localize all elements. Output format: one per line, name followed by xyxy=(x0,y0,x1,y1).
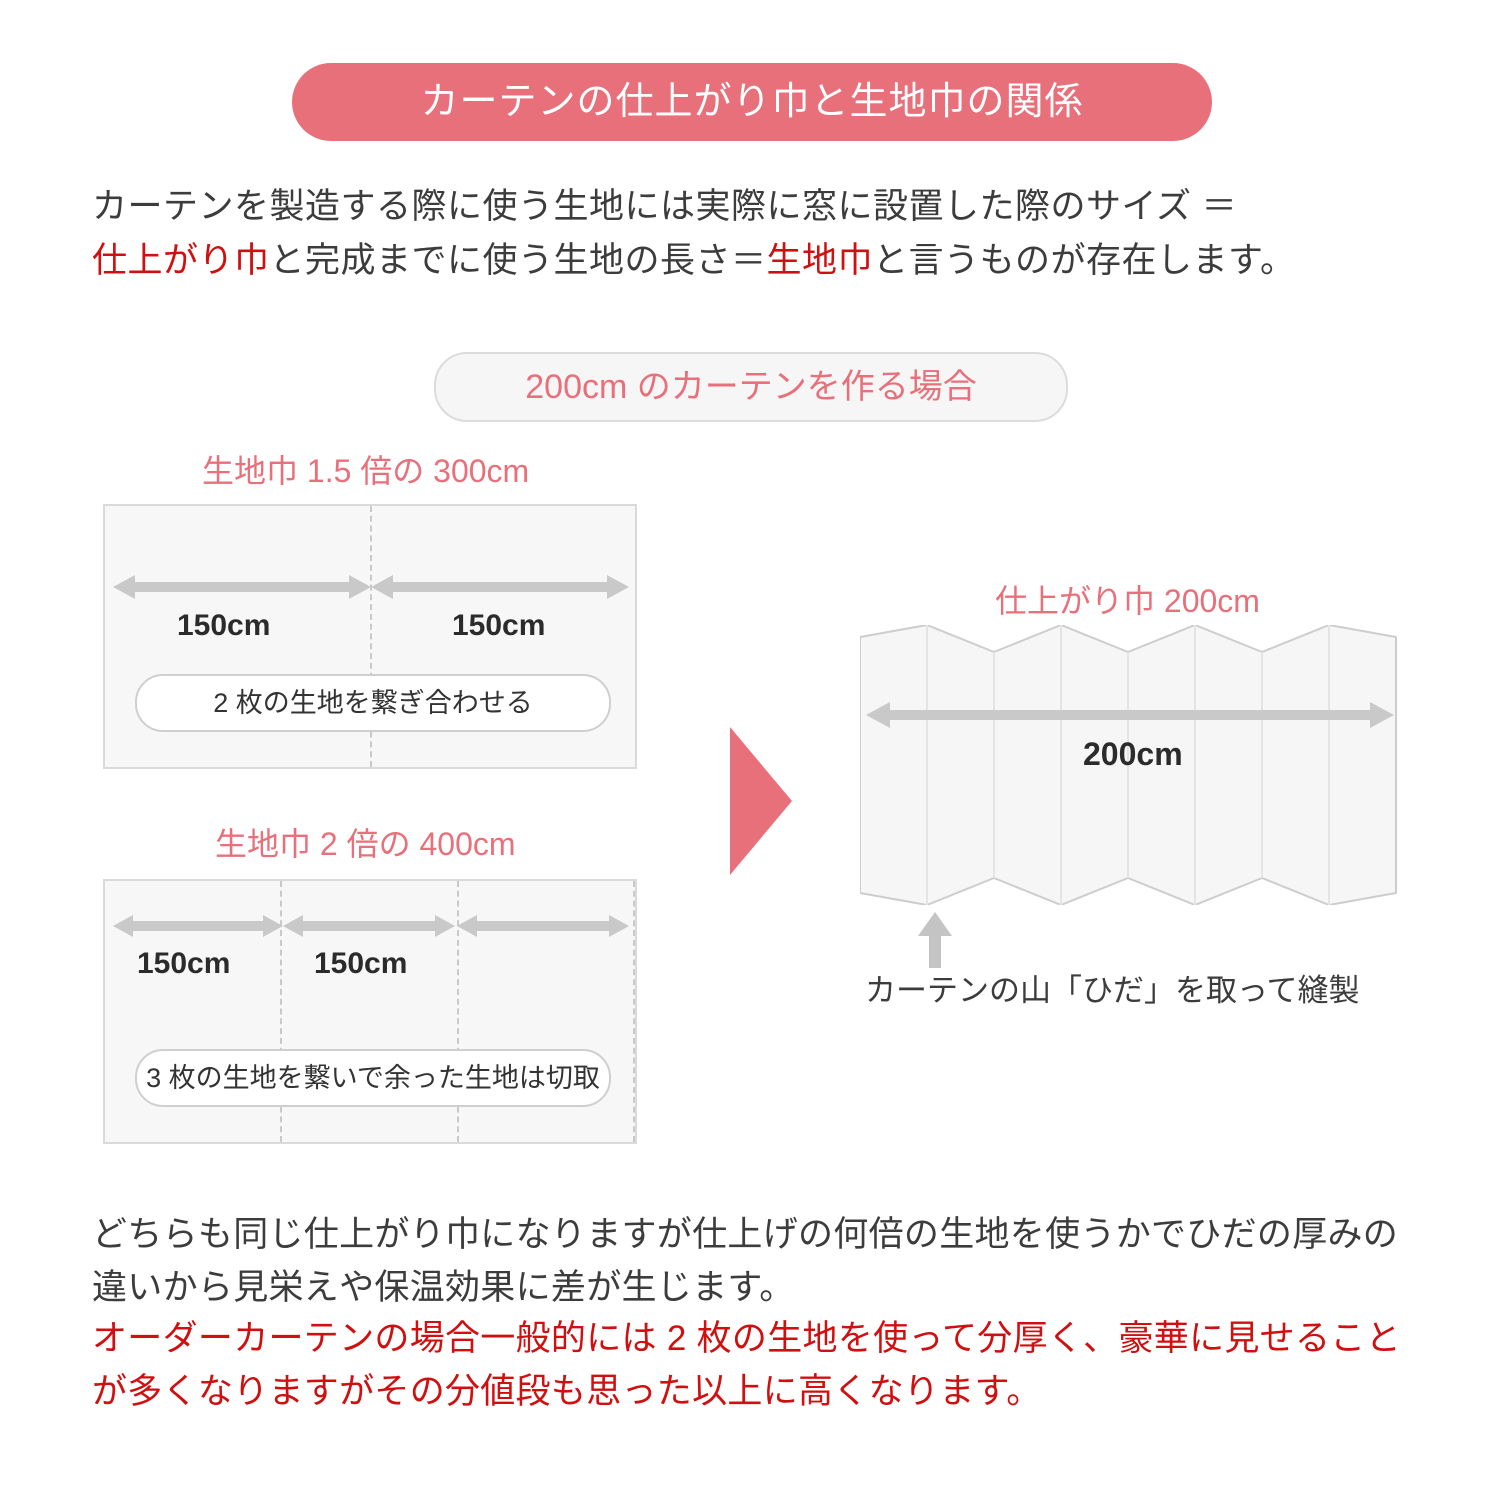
fabric-case-2-arrow-2 xyxy=(283,911,455,941)
fabric-case-1-arrow-1 xyxy=(113,572,371,602)
outro-paragraph-2: オーダーカーテンの場合一般的には 2 枚の生地を使って分厚く、豪華に見せることが… xyxy=(92,1319,1401,1412)
curtain-heading: 仕上がり巾 200cm xyxy=(995,583,1260,619)
fabric-case-2-label-1: 150cm xyxy=(137,947,231,980)
fabric-case-1-note-label: 2 枚の生地を繋ぎ合わせる xyxy=(213,687,533,718)
page-title: カーテンの仕上がり巾と生地巾の関係 xyxy=(420,81,1084,123)
fabric-case-2-box: 150cm 150cm 3 枚の生地を繋いで余った生地は切取 xyxy=(103,879,637,1144)
page-title-pill: カーテンの仕上がり巾と生地巾の関係 xyxy=(292,63,1212,141)
fabric-case-1-label-2: 150cm xyxy=(452,609,546,642)
intro-highlight-fabric-width: 生地巾 xyxy=(766,241,874,281)
fabric-case-2-arrow-1 xyxy=(113,911,283,941)
fabric-case-1-heading: 生地巾 1.5 倍の 300cm xyxy=(202,453,530,489)
fabric-case-2-divider-3 xyxy=(633,881,635,1142)
intro-tail: と言うものが存在します。 xyxy=(873,241,1296,281)
intro-highlight-finished-width: 仕上がり巾 xyxy=(92,241,270,281)
curtain-dimension-arrow xyxy=(866,700,1394,730)
transition-arrow-icon xyxy=(730,727,792,875)
fabric-case-1-arrow-2 xyxy=(371,572,629,602)
fabric-case-2-heading: 生地巾 2 倍の 400cm xyxy=(215,826,516,862)
fabric-case-2-divider-1 xyxy=(280,881,282,1142)
intro-paragraph: カーテンを製造する際に使う生地には実際に窓に設置した際のサイズ ＝ 仕上がり巾と… xyxy=(92,180,1422,289)
fabric-case-1-note: 2 枚の生地を繋ぎ合わせる xyxy=(135,674,611,732)
fabric-case-2-divider-2 xyxy=(457,881,459,1142)
pleated-curtain-illustration xyxy=(860,625,1400,905)
intro-line1: カーテンを製造する際に使う生地には実際に窓に設置した際のサイズ ＝ xyxy=(92,187,1238,226)
fabric-case-2-label-2: 150cm xyxy=(314,947,408,980)
fabric-case-1-label-1: 150cm xyxy=(177,609,271,642)
fabric-case-2-note-label: 3 枚の生地を繋いで余った生地は切取 xyxy=(146,1062,600,1093)
case-pill-label: 200cm のカーテンを作る場合 xyxy=(525,368,977,406)
fabric-case-2-note: 3 枚の生地を繋いで余った生地は切取 xyxy=(135,1049,611,1107)
outro-paragraph-1: どちらも同じ仕上がり巾になりますが仕上げの何倍の生地を使うかでひだの厚みの違いか… xyxy=(92,1215,1399,1308)
curtain-pleat-pointer-icon xyxy=(918,912,952,968)
fabric-case-1-box: 150cm 150cm 2 枚の生地を繋ぎ合わせる xyxy=(103,504,637,769)
case-pill: 200cm のカーテンを作る場合 xyxy=(434,352,1068,422)
fabric-case-2-arrow-3 xyxy=(457,911,629,941)
fabric-case-1-divider-1 xyxy=(370,506,372,767)
curtain-caption: カーテンの山「ひだ」を取って縫製 xyxy=(865,973,1360,1008)
intro-mid: と完成までに使う生地の長さ＝ xyxy=(269,241,767,281)
curtain-dimension-label: 200cm xyxy=(1083,736,1183,772)
